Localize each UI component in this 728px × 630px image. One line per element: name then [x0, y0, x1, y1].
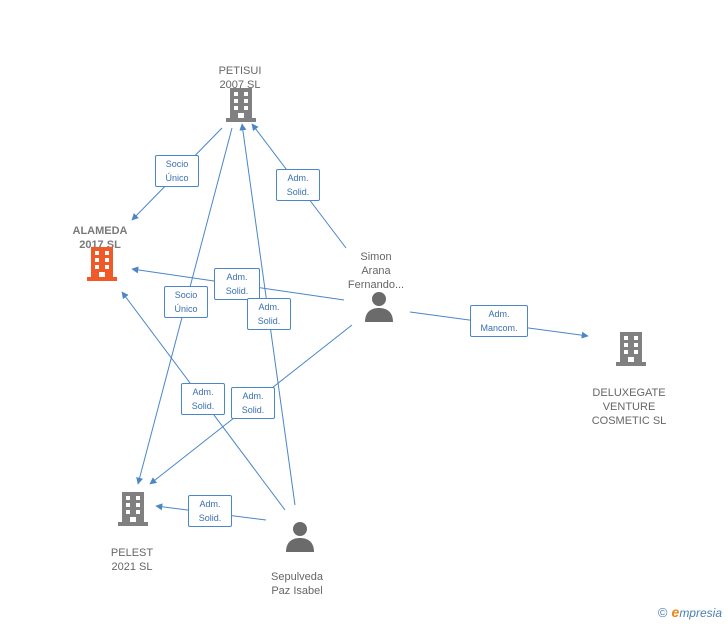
brand-footer: ©empresia [658, 604, 722, 620]
edge-badge-e8[interactable]: Adm.Solid. [231, 387, 275, 419]
copyright-symbol: © [657, 605, 668, 620]
building-icon[interactable] [616, 330, 646, 366]
building-icon[interactable] [226, 86, 256, 122]
building-icon-focus[interactable] [87, 245, 117, 281]
edge-badge-e3[interactable]: Adm.Solid. [214, 268, 260, 300]
edge-badge-e6[interactable]: Adm.Mancom. [470, 305, 528, 337]
edge-badge-e9[interactable]: Adm.Solid. [188, 495, 232, 527]
edge-badge-e7[interactable]: Adm.Solid. [181, 383, 225, 415]
edge-badge-e2[interactable]: Adm.Solid. [276, 169, 320, 201]
edge-badge-e5[interactable]: Adm.Solid. [247, 298, 291, 330]
brand-logo-text: mpresia [679, 606, 722, 620]
brand-logo-initial: e [671, 604, 680, 620]
person-icon[interactable] [363, 290, 395, 322]
building-icon[interactable] [118, 490, 148, 526]
person-icon[interactable] [284, 520, 316, 552]
